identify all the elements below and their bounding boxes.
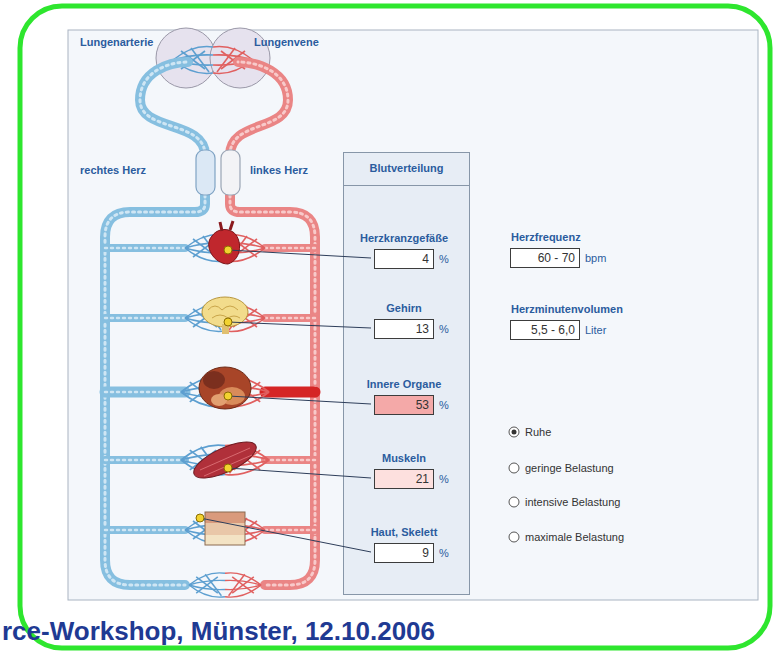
distribution-panel: BlutverteilungHerzkranzgefäße4%Gehirn13%…	[343, 152, 470, 595]
field-value: 4	[422, 253, 429, 265]
unit-label: %	[439, 399, 449, 411]
field-label: Muskeln	[382, 452, 426, 464]
vessel-label: Lungenarterie	[80, 36, 153, 48]
panel-divider	[344, 185, 469, 186]
radio-label: geringe Belastung	[525, 462, 614, 474]
unit-label: Liter	[585, 324, 606, 336]
radio-label: intensive Belastung	[525, 496, 620, 508]
radio-label: Ruhe	[525, 426, 551, 438]
value-box: Gehirn13%	[374, 319, 434, 339]
heart-label: linkes Herz	[250, 164, 308, 176]
field-value: 21	[416, 473, 429, 485]
value-box: Herzfrequenz60 - 70bpm	[510, 248, 580, 268]
field-label: Herzkranzgefäße	[360, 232, 448, 244]
field-label: Herzfrequenz	[511, 231, 581, 243]
field-value: 9	[422, 547, 429, 559]
value-box: Muskeln21%	[374, 469, 434, 489]
value-box: Haut, Skelett9%	[374, 543, 434, 563]
field-label: Innere Organe	[367, 378, 442, 390]
field-label: Haut, Skelett	[371, 526, 438, 538]
value-box: Herzminutenvolumen5,5 - 6,0Liter	[510, 320, 580, 340]
vessel-label: Lungenvene	[254, 36, 319, 48]
heart-label: rechtes Herz	[80, 164, 146, 176]
field-value: 13	[416, 323, 429, 335]
value-box: Innere Organe53%	[374, 395, 434, 415]
value-box: Herzkranzgefäße4%	[374, 249, 434, 269]
unit-label: %	[439, 547, 449, 559]
panel-heading: Blutverteilung	[344, 153, 469, 174]
radio-label: maximale Belastung	[525, 531, 624, 543]
unit-label: %	[439, 473, 449, 485]
footer-text: rce-Workshop, Münster, 12.10.2006	[2, 617, 435, 646]
field-label: Herzminutenvolumen	[511, 303, 623, 315]
field-value: 53	[416, 399, 429, 411]
unit-label: bpm	[585, 252, 606, 264]
field-value: 60 - 70	[538, 252, 575, 264]
unit-label: %	[439, 253, 449, 265]
unit-label: %	[439, 323, 449, 335]
field-label: Gehirn	[386, 302, 421, 314]
field-value: 5,5 - 6,0	[531, 324, 575, 336]
